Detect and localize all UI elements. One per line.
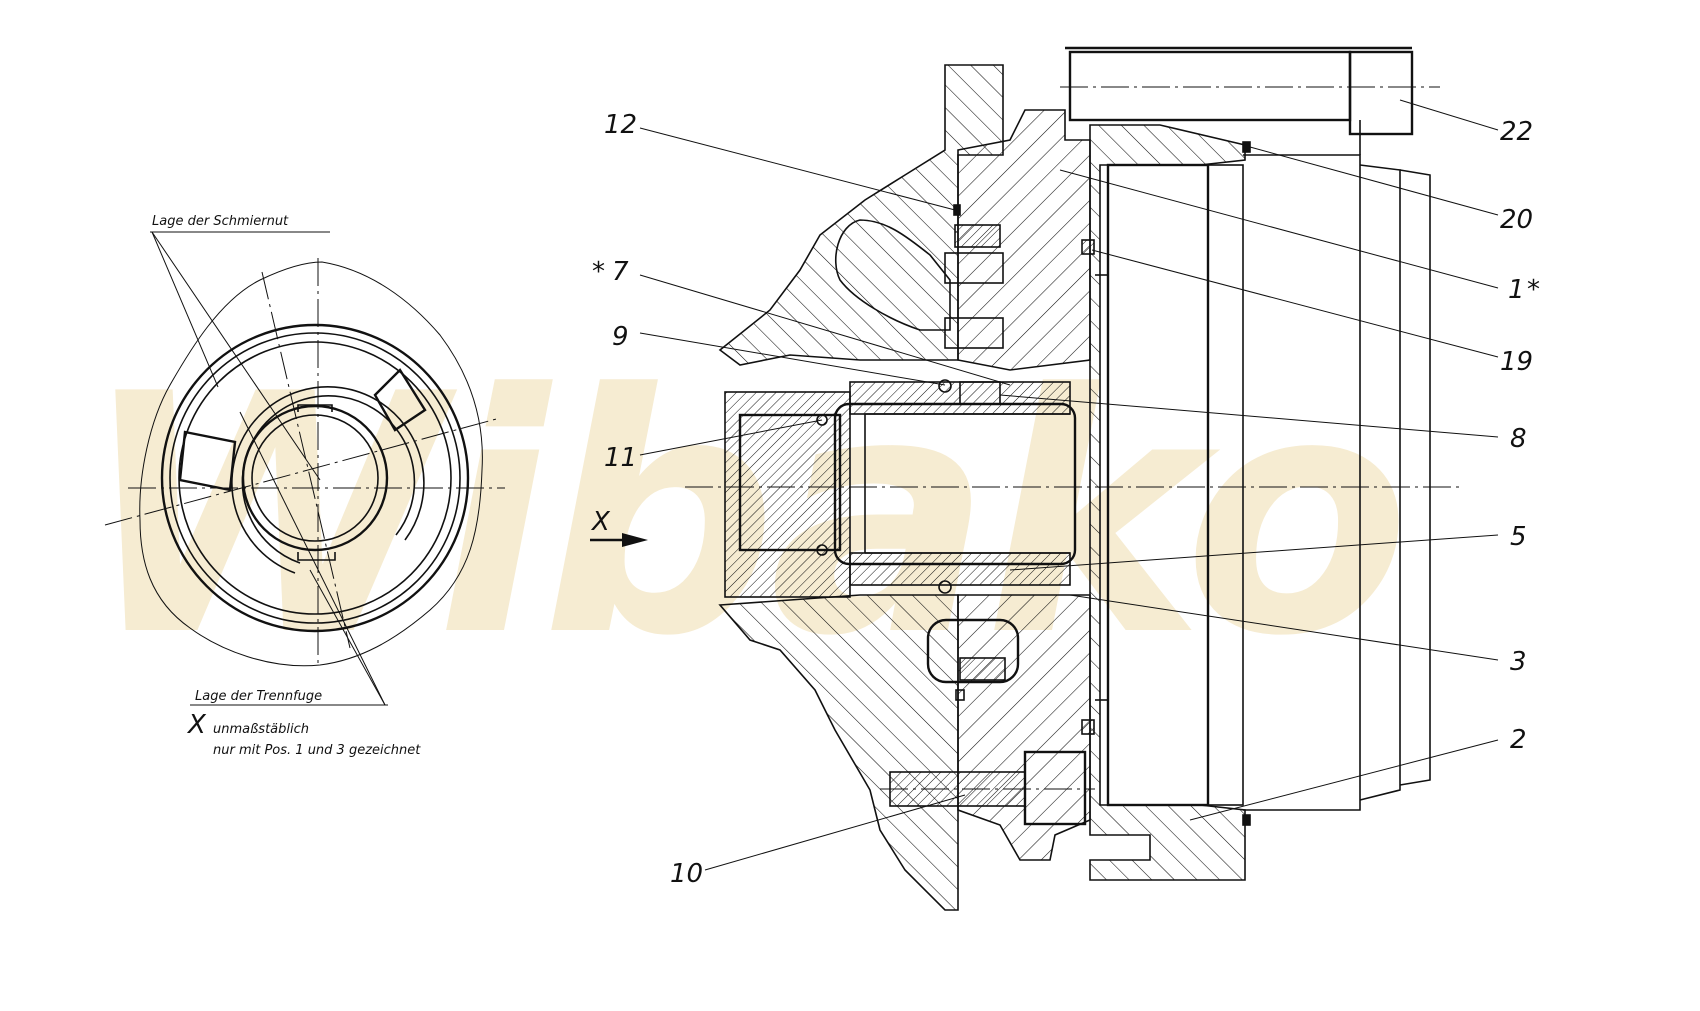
shaft-body: [833, 402, 1077, 566]
detail-centerline-diagonal-2: [261, 271, 351, 649]
ball-9: [938, 379, 952, 393]
piston-recess: [1207, 164, 1244, 806]
leader-lubrication-2: [151, 231, 219, 388]
sleeve-5-lower: [849, 552, 1071, 586]
leader-2: [1189, 739, 1499, 821]
ring-2: [169, 332, 461, 624]
key-8: [959, 381, 1001, 405]
callout-10: 10: [670, 859, 703, 889]
view-arrow-head: [622, 533, 648, 547]
view-letter: X: [186, 710, 207, 740]
callout-1: 1: [1508, 275, 1525, 305]
ring-3: [178, 341, 452, 615]
groove-arc: [231, 386, 425, 574]
ball-9-lower: [938, 580, 952, 594]
callout-3: 3: [1510, 647, 1527, 677]
top-bolt-shank: [1068, 50, 1352, 122]
detail-centerline-diagonal: [104, 417, 501, 526]
leader-11: [639, 419, 823, 456]
callout-5: 5: [1510, 522, 1527, 552]
bushing-bore: [738, 413, 842, 552]
flange-body: [957, 109, 1091, 371]
leader-19: [1091, 249, 1499, 358]
leader-lubrication-1: [151, 231, 321, 481]
callout-8: 8: [1510, 424, 1527, 454]
housing-casting-lower: [718, 594, 959, 911]
right-outline-1: [1243, 154, 1361, 811]
leader-1: [1059, 169, 1499, 289]
outer-ring: [160, 323, 470, 633]
seal-20-lower: [1242, 814, 1251, 826]
pin-upper-1: [954, 224, 1001, 248]
leader-parting-2: [309, 569, 386, 706]
groove-arc-inner: [241, 395, 416, 564]
lower-pin-insert: [959, 657, 1006, 681]
housing-pocket: [835, 219, 951, 331]
callout-11: 11: [604, 443, 637, 473]
callout-19: 19: [1500, 347, 1533, 377]
bushing-outer: [724, 391, 851, 598]
leader-7: [639, 274, 1011, 386]
callout-2: 2: [1510, 725, 1527, 755]
leader-10: [704, 794, 966, 871]
view-note-line1: unmaßstäblich: [213, 722, 309, 737]
leader-parting-1: [239, 411, 386, 706]
section-view-letter: X: [590, 507, 611, 537]
leader-22: [1399, 99, 1499, 131]
lubrication-groove-label: Lage der Schmiernut: [152, 214, 289, 229]
leader-3: [1069, 594, 1499, 661]
view-note-line2: nur mit Pos. 1 und 3 gezeichnet: [213, 743, 421, 758]
callout-7-star: *: [592, 257, 605, 287]
leader-12: [639, 127, 956, 211]
seal-20: [1242, 141, 1251, 153]
detail-break-outline: [139, 261, 483, 667]
seal-19-lower: [1081, 719, 1095, 735]
ring-11: [816, 414, 828, 426]
ring-11-lower: [816, 544, 828, 556]
seal-19: [1081, 239, 1095, 255]
pin-upper-3: [944, 317, 1004, 349]
callout-1-star: *: [1527, 275, 1540, 305]
callout-12: 12: [604, 110, 637, 140]
lug-left: [178, 430, 237, 492]
bolt-10-head: [1023, 750, 1087, 826]
top-bolt-head: [1348, 50, 1414, 136]
keyway-bottom: [297, 552, 336, 561]
lower-seal: [955, 689, 965, 701]
lug-right: [373, 368, 427, 432]
bolt-10-shank: [889, 771, 1026, 807]
right-outline-3: [1399, 169, 1431, 786]
detail-view-x: Lage der Schmiernut Lage der Trennfuge X…: [104, 214, 505, 758]
callout-22: 22: [1500, 117, 1533, 147]
pin-upper-2: [944, 252, 1004, 284]
parting-line-label: Lage der Trennfuge: [195, 689, 322, 704]
keyway-top: [297, 404, 333, 412]
leader-8: [999, 394, 1499, 438]
section-view: X 12 * 7 9 11 10 22 20 1 * 19 8 5 3 2: [590, 46, 1540, 911]
leader-5: [1009, 534, 1499, 571]
bore-outer: [241, 404, 389, 552]
leader-20: [1249, 146, 1499, 216]
callout-9: 9: [612, 322, 629, 352]
lower-pin: [926, 618, 1020, 684]
leader-9: [639, 332, 946, 386]
callout-7: 7: [612, 257, 629, 287]
right-outline-2: [1359, 164, 1401, 801]
callout-20: 20: [1500, 205, 1533, 235]
bore-inner: [251, 414, 379, 542]
